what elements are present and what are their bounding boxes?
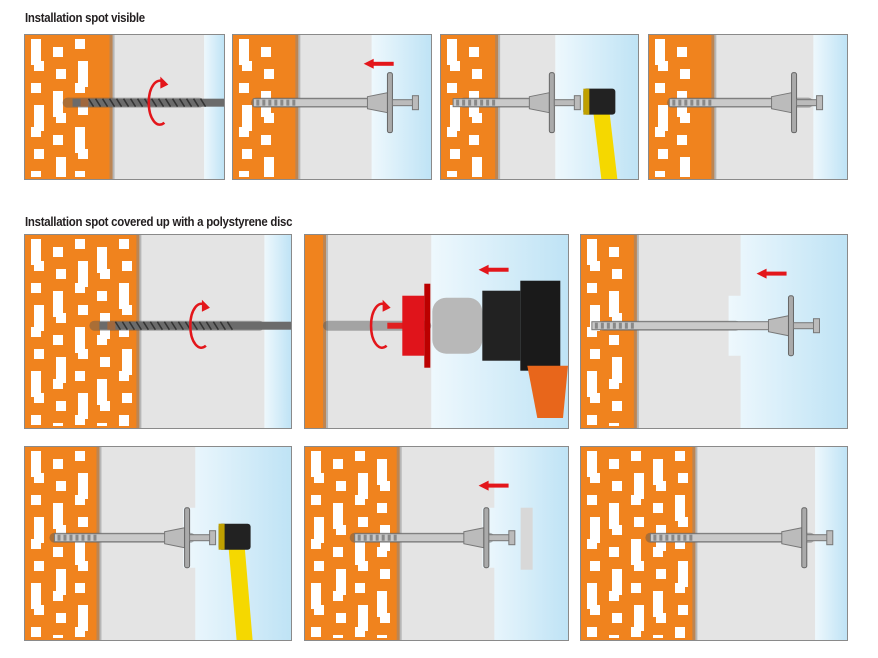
hammer-icon <box>583 88 618 179</box>
direction-arrow-icon <box>756 268 787 279</box>
insulation-anchor <box>649 507 834 569</box>
step-panel-cut-recess <box>304 234 569 429</box>
rotation-arrow-icon <box>189 299 210 349</box>
brick-wall <box>25 235 142 428</box>
plaster-layer <box>204 35 224 179</box>
step-panel-hammer-anchor <box>440 34 639 180</box>
hammer-icon <box>218 523 253 640</box>
insulation-anchor <box>668 72 824 134</box>
direction-arrow-icon <box>478 480 509 491</box>
rotation-arrow-icon <box>147 76 169 126</box>
step-panel-insert-polystyrene-disc <box>304 446 569 641</box>
insulation-anchor <box>452 72 581 134</box>
plaster-layer <box>264 235 291 428</box>
step-panel-anchor-installed <box>580 446 848 641</box>
brick-wall <box>305 447 402 640</box>
step-panel-insert-anchor <box>580 234 848 429</box>
insulation-anchor <box>354 507 516 569</box>
step-panel-hammer-anchor <box>24 446 292 641</box>
insulation-anchor <box>252 72 419 134</box>
step-panel-drill-hole <box>24 234 292 429</box>
brick-wall <box>25 35 115 179</box>
direction-arrow-icon <box>363 58 394 69</box>
brick-wall <box>581 447 698 640</box>
step-panel-insert-anchor <box>232 34 432 180</box>
section-heading-visible: Installation spot visible <box>25 10 145 25</box>
insulation-anchor <box>53 507 217 569</box>
section-heading-covered: Installation spot covered up with a poly… <box>25 214 293 229</box>
polystyrene-disc <box>520 507 533 570</box>
insulation-anchor <box>591 295 820 357</box>
step-panel-anchor-installed <box>648 34 848 180</box>
rotation-arrow-icon <box>369 299 391 349</box>
direction-arrow-icon <box>478 264 509 275</box>
brick-wall <box>581 235 639 428</box>
drill-with-recess-tool-icon <box>387 280 568 418</box>
drill-bit <box>99 321 291 331</box>
step-panel-drill-hole <box>24 34 225 180</box>
brick-wall <box>305 235 329 428</box>
brick-wall <box>25 447 102 640</box>
